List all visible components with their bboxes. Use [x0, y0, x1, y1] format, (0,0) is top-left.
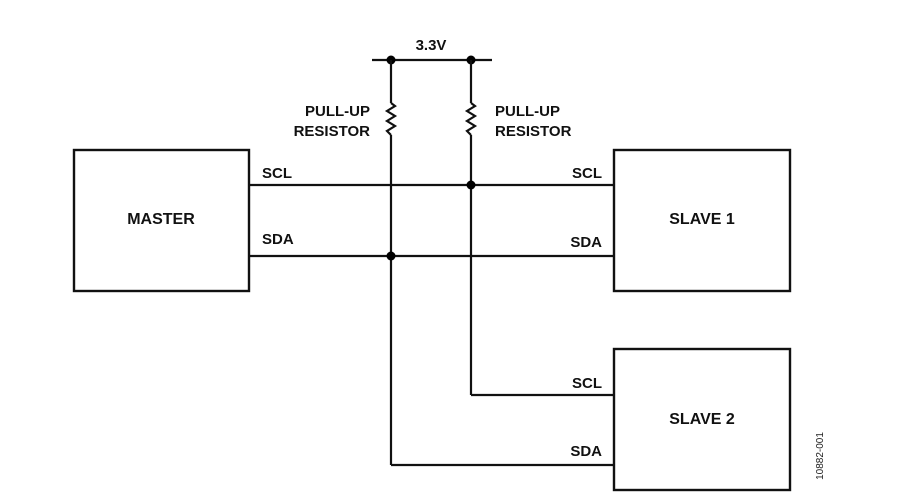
master-scl-pin: SCL [262, 165, 292, 182]
pull-up-resistor-right [464, 60, 478, 395]
resistor-right-label-2: RESISTOR [495, 123, 572, 140]
supply-label: 3.3V [416, 37, 447, 54]
master-device: MASTER SCL SDA [72, 148, 294, 293]
slave1-scl-pin: SCL [572, 165, 602, 182]
pull-up-resistor-left [384, 60, 398, 465]
resistor-left-icon [384, 102, 398, 136]
resistor-right-icon [464, 102, 478, 136]
master-label: MASTER [127, 211, 195, 228]
resistor-left-label-2: RESISTOR [294, 123, 371, 140]
resistor-right-label-1: PULL-UP [495, 103, 560, 120]
slave1-device: SLAVE 1 SCL SDA [570, 148, 792, 293]
slave1-label: SLAVE 1 [669, 211, 735, 228]
slave2-scl-pin: SCL [572, 375, 602, 392]
slave2-sda-pin: SDA [570, 443, 602, 460]
slave2-label: SLAVE 2 [669, 411, 735, 428]
scl-junction [466, 180, 476, 190]
sda-junction [386, 251, 396, 261]
slave2-device: SLAVE 2 SCL SDA [570, 347, 792, 492]
slave1-sda-pin: SDA [570, 234, 602, 251]
figure-id: 10882-001 [815, 432, 826, 480]
master-sda-pin: SDA [262, 231, 294, 248]
resistor-left-label-1: PULL-UP [305, 103, 370, 120]
